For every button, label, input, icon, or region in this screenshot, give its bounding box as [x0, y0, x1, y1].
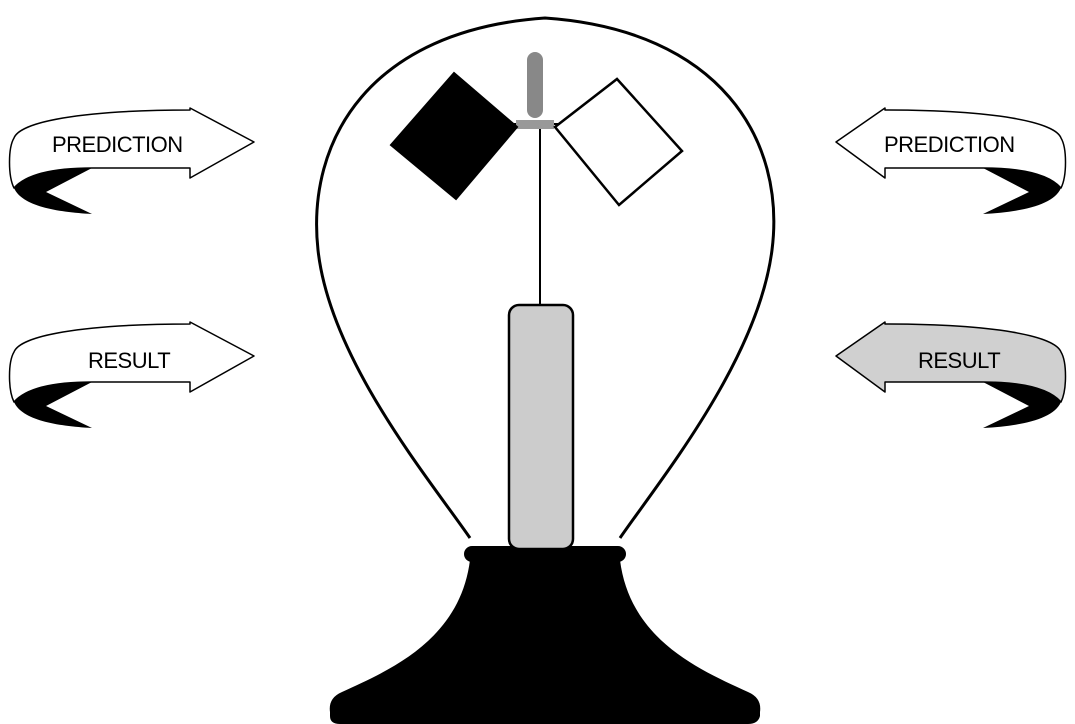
spindle: [527, 52, 543, 118]
prediction-arrow-right[interactable]: PREDICTION: [836, 108, 1066, 214]
result-arrow-left[interactable]: RESULT: [10, 322, 255, 428]
result-arrow-right[interactable]: RESULT: [836, 322, 1066, 428]
prediction-arrow-right-label: PREDICTION: [884, 132, 1015, 157]
result-arrow-right-label: RESULT: [918, 348, 1000, 373]
prediction-arrow-left-label: PREDICTION: [52, 132, 183, 157]
prediction-arrow-left[interactable]: PREDICTION: [10, 108, 255, 214]
black-vane: [391, 73, 517, 199]
vane-stand: [509, 305, 573, 549]
radiometer-base: [330, 560, 761, 724]
spindle-collar: [516, 120, 554, 129]
result-arrow-left-label: RESULT: [88, 348, 170, 373]
radiometer: [317, 18, 774, 724]
white-vane: [555, 79, 682, 205]
